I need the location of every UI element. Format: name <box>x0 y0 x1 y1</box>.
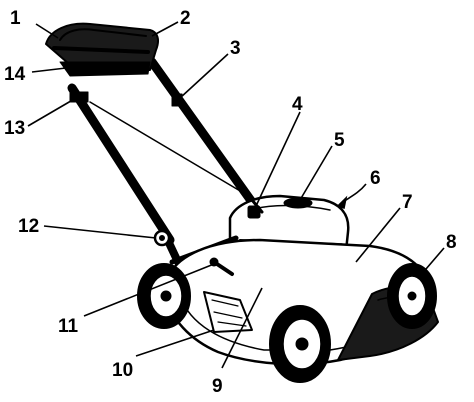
callout-numbers: 1 2 3 4 5 6 7 8 9 10 11 12 13 14 <box>4 8 457 397</box>
mower-deck <box>164 238 439 366</box>
leader-1 <box>35 23 59 39</box>
callout-2: 2 <box>180 8 191 29</box>
leader-13 <box>27 97 77 127</box>
front-left-wheel <box>269 305 331 383</box>
callout-1: 1 <box>10 8 21 29</box>
leader-6-arrow <box>336 195 348 210</box>
callout-11: 11 <box>58 316 79 337</box>
leader-3 <box>179 53 229 99</box>
callout-6: 6 <box>370 168 381 189</box>
leader-2 <box>151 21 179 37</box>
callout-5: 5 <box>334 130 345 151</box>
callout-3: 3 <box>230 38 241 59</box>
front-right-wheel <box>387 263 437 329</box>
leader-5 <box>299 145 333 201</box>
leader-lines <box>27 21 445 369</box>
rear-left-wheel <box>137 263 191 329</box>
callout-9: 9 <box>212 376 223 397</box>
callout-10: 10 <box>112 360 133 381</box>
handle-assembly <box>45 22 257 266</box>
leader-8 <box>419 247 445 277</box>
callout-13: 13 <box>4 118 25 139</box>
leader-14 <box>31 67 67 73</box>
callout-4: 4 <box>292 94 303 115</box>
leader-4 <box>255 111 301 207</box>
leader-12 <box>43 225 157 239</box>
leader-9 <box>221 287 263 369</box>
callout-14: 14 <box>4 64 26 85</box>
callout-12: 12 <box>18 216 39 237</box>
leader-7 <box>355 207 401 263</box>
leader-10 <box>135 329 215 357</box>
leader-11 <box>83 263 215 317</box>
callout-7: 7 <box>402 192 413 213</box>
callout-8: 8 <box>446 232 457 253</box>
